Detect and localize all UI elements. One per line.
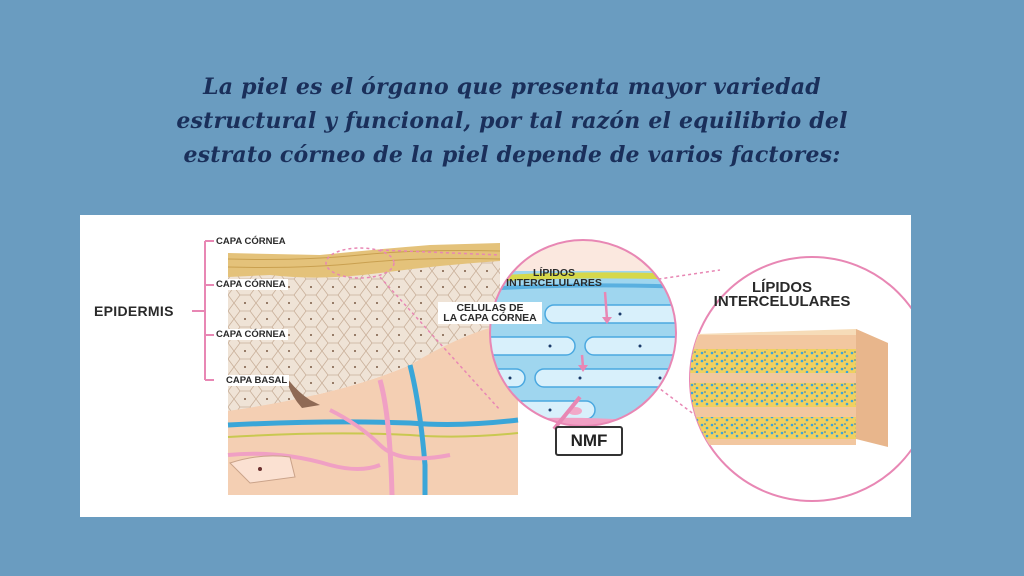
zoom-lipids-line-2: INTERCELULARES xyxy=(506,277,602,289)
layer-label-capa-cornea-3: CAPA CÓRNEA xyxy=(214,329,288,340)
layer-label-capa-cornea-1: CAPA CÓRNEA xyxy=(214,236,288,247)
skin-diagram-illustration xyxy=(192,239,911,502)
zoom-cells-line-1: CELULAS DE xyxy=(456,302,524,314)
layer-label-capa-basal: CAPA BASAL xyxy=(224,375,290,386)
skin-cross-section xyxy=(227,243,519,496)
title-line-1: La piel es el órgano que presenta mayor … xyxy=(203,74,821,100)
zoom-cells-line-2: LA CAPA CÓRNEA xyxy=(443,312,537,324)
nmf-label-box: NMF xyxy=(555,426,623,456)
skin-diagram-panel: EPIDERMIS CAPA CÓRNEA CAPA CÓRNEA CAPA C… xyxy=(80,215,911,517)
right-lipids-label: LÍPIDOS INTERCELULARES xyxy=(702,279,862,310)
epidermis-bracket xyxy=(192,240,214,381)
layer-label-capa-cornea-2: CAPA CÓRNEA xyxy=(214,279,288,290)
epidermis-label: EPIDERMIS xyxy=(94,303,174,319)
zoom-circle xyxy=(489,239,677,431)
zoom-lipids-line-1: LÍPIDOS xyxy=(532,267,575,279)
zoom-lipids-label: LÍPIDOS INTERCELULARES xyxy=(504,267,604,289)
slide-title: La piel es el órgano que presenta mayor … xyxy=(60,70,964,172)
title-line-3: estrato córneo de la piel depende de var… xyxy=(183,142,841,168)
right-lipids-line-1: LÍPIDOS xyxy=(751,279,812,296)
right-lipids-line-2: INTERCELULARES xyxy=(713,293,851,310)
zoom-cells-label: CELULAS DE LA CAPA CÓRNEA xyxy=(438,302,542,324)
title-line-2: estructural y funcional, por tal razón e… xyxy=(176,108,848,134)
lipid-detail-circle xyxy=(689,256,911,502)
